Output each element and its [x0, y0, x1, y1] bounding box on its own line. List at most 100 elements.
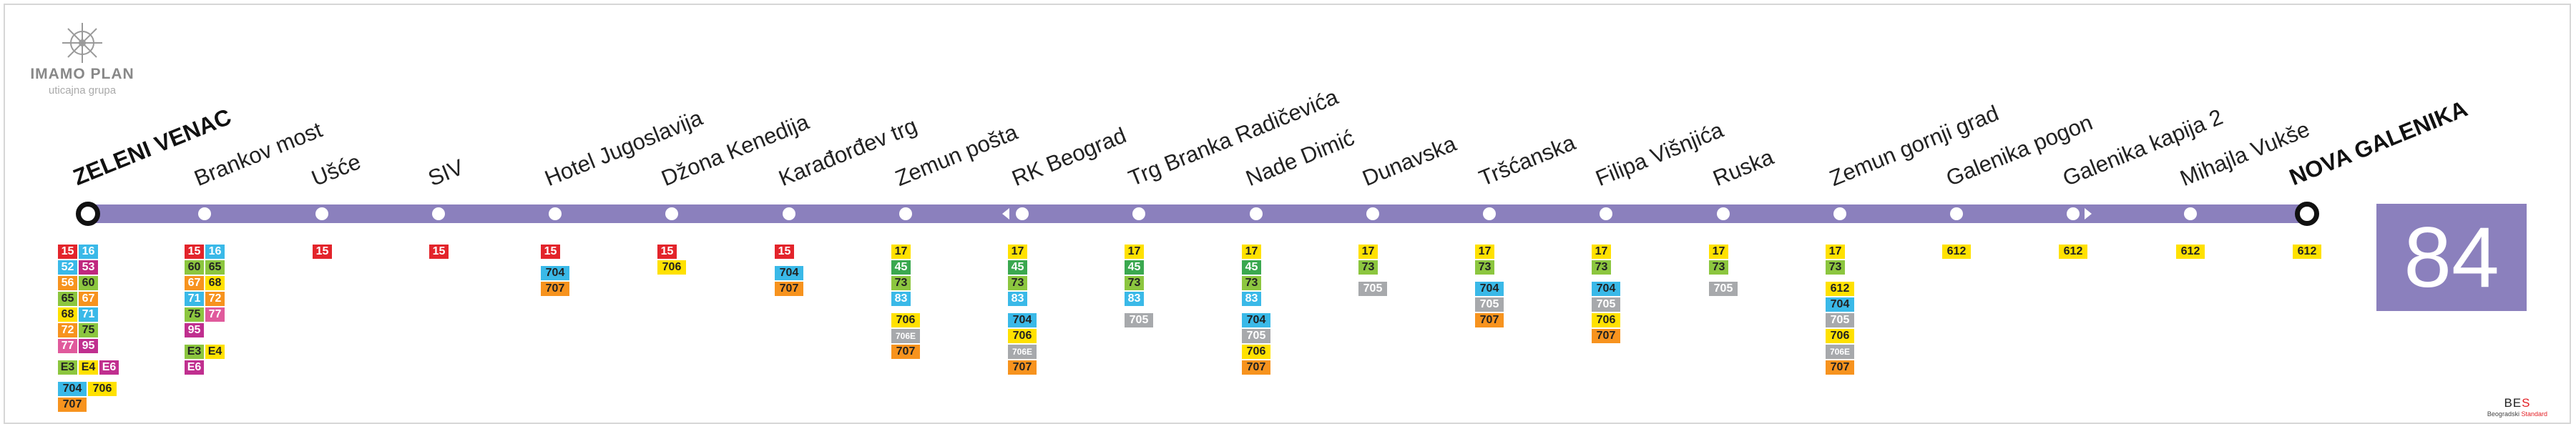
route-badge-706: 706	[1826, 329, 1854, 343]
route-badge-15: 15	[185, 245, 204, 259]
route-badge-17: 17	[1475, 245, 1494, 259]
terminus-marker	[2295, 202, 2319, 226]
route-badge-15: 15	[313, 245, 332, 259]
stop-marker	[432, 207, 445, 220]
transfer-badges-galenika-pogon: 612	[1942, 245, 1971, 260]
stop-marker	[1366, 207, 1379, 220]
route-badge-17: 17	[1125, 245, 1144, 259]
route-badge-73: 73	[1592, 260, 1611, 275]
standard-abbr-main: BE	[2504, 396, 2522, 410]
route-badge-704: 704	[1592, 282, 1620, 296]
stop-marker	[2067, 207, 2080, 220]
route-badge-612: 612	[2176, 245, 2205, 259]
route-badge-706: 706	[88, 382, 117, 396]
route-badge-704: 704	[1008, 313, 1037, 327]
route-badge-17: 17	[1242, 245, 1261, 259]
route-badge-707: 707	[1242, 360, 1270, 375]
route-badge-704: 704	[775, 266, 803, 280]
route-badge-95: 95	[79, 339, 98, 353]
route-badge-68: 68	[58, 307, 77, 322]
route-badge-707: 707	[775, 282, 803, 296]
route-badge-706: 706	[657, 260, 686, 275]
route-badge-706e: 706E	[1008, 345, 1037, 359]
route-line	[86, 204, 2307, 223]
route-badge-17: 17	[1008, 245, 1027, 259]
route-badge-17: 17	[1709, 245, 1728, 259]
route-badge-72: 72	[58, 323, 77, 337]
transfer-badges-galenika-kapija-2: 612	[2059, 245, 2087, 260]
route-badge-67: 67	[79, 292, 98, 306]
route-badge-612: 612	[1942, 245, 1971, 259]
stop-marker	[1717, 207, 1730, 220]
route-badge-704: 704	[541, 266, 569, 280]
route-badge-707: 707	[541, 282, 569, 296]
map-frame	[4, 4, 2571, 424]
direction-arrow-right-icon	[2085, 208, 2092, 220]
route-badge-65: 65	[58, 292, 77, 306]
route-badge-707: 707	[1008, 360, 1037, 375]
route-badge-73: 73	[1475, 260, 1494, 275]
route-badge-705: 705	[1592, 297, 1620, 312]
stop-marker	[665, 207, 678, 220]
route-badge-707: 707	[891, 345, 920, 359]
route-badge-77: 77	[205, 307, 225, 322]
route-badge-705: 705	[1475, 297, 1504, 312]
route-badge-612: 612	[1826, 282, 1854, 296]
route-badge-707: 707	[1826, 360, 1854, 375]
route-badge-16: 16	[79, 245, 98, 259]
route-badge-e6: E6	[185, 360, 204, 375]
route-badge-16: 16	[205, 245, 225, 259]
route-badge-e6: E6	[99, 360, 119, 375]
ship-wheel-icon	[62, 23, 102, 63]
route-badge-73: 73	[1125, 276, 1144, 290]
route-badge-15: 15	[541, 245, 560, 259]
route-badge-706: 706	[1242, 345, 1270, 359]
route-badge-17: 17	[1358, 245, 1378, 259]
line-number-badge: 84	[2376, 204, 2527, 311]
route-badge-73: 73	[1008, 276, 1027, 290]
route-badge-15: 15	[657, 245, 677, 259]
route-badge-704: 704	[58, 382, 87, 396]
stop-marker	[1250, 207, 1263, 220]
route-badge-17: 17	[891, 245, 911, 259]
route-badge-75: 75	[79, 323, 98, 337]
route-badge-705: 705	[1709, 282, 1738, 296]
route-badge-e3: E3	[185, 345, 204, 359]
route-badge-707: 707	[1475, 313, 1504, 327]
route-badge-706: 706	[891, 313, 920, 327]
route-badge-83: 83	[1008, 292, 1027, 306]
route-badge-706e: 706E	[891, 329, 920, 343]
route-badge-705: 705	[1358, 282, 1387, 296]
brand-title: IMAMO PLAN	[30, 66, 134, 82]
route-badge-53: 53	[79, 260, 98, 275]
route-badge-706: 706	[1592, 313, 1620, 327]
route-badge-707: 707	[58, 398, 87, 412]
route-badge-73: 73	[1358, 260, 1378, 275]
route-badge-60: 60	[79, 276, 98, 290]
route-badge-15: 15	[429, 245, 449, 259]
route-badge-612: 612	[2059, 245, 2087, 259]
route-badge-73: 73	[1709, 260, 1728, 275]
route-badge-67: 67	[185, 276, 204, 290]
route-badge-83: 83	[1125, 292, 1144, 306]
route-badge-77: 77	[58, 339, 77, 353]
route-badge-68: 68	[205, 276, 225, 290]
route-badge-17: 17	[1826, 245, 1845, 259]
stop-marker	[1600, 207, 1612, 220]
transfer-badges-nova-galenika: 612	[2293, 245, 2321, 260]
route-badge-73: 73	[1826, 260, 1845, 275]
route-badge-612: 612	[2293, 245, 2321, 259]
stop-marker	[2184, 207, 2197, 220]
stop-marker	[198, 207, 211, 220]
terminus-marker	[76, 202, 100, 226]
route-badge-15: 15	[58, 245, 77, 259]
route-badge-e4: E4	[205, 345, 225, 359]
